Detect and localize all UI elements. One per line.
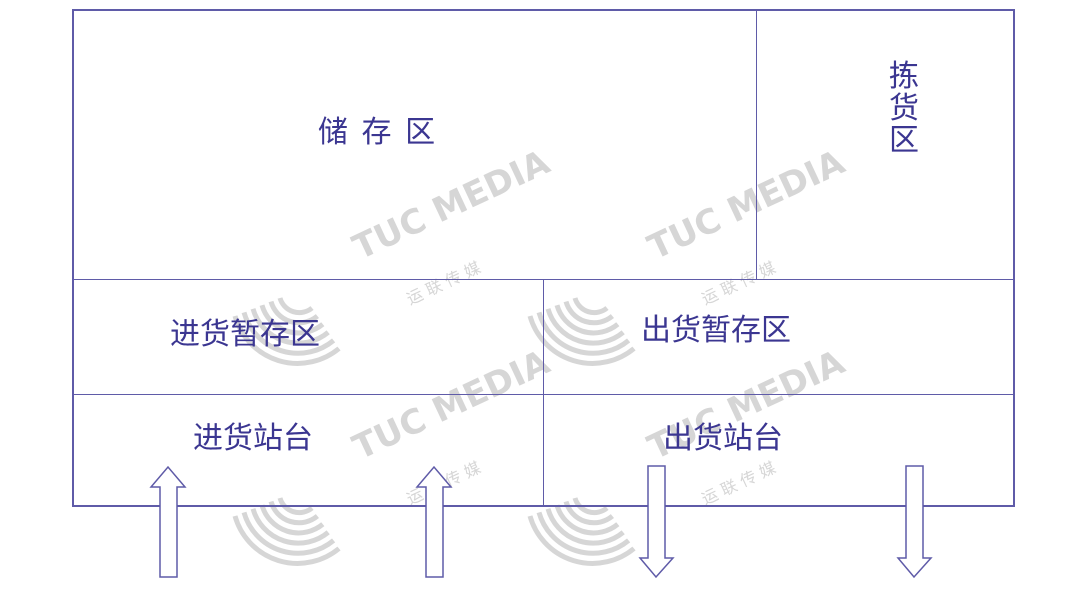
inbound-arrow-up-icon (415, 465, 453, 578)
picking-zone-char-2: 货 (889, 91, 919, 126)
storage-zone-label: 储 存 区 (318, 115, 438, 150)
outbound-arrow-down-icon (896, 465, 933, 579)
inbound-staging-label: 进货暂存区 (170, 317, 320, 352)
inbound-dock-label: 进货站台 (193, 421, 313, 456)
outbound-staging-label: 出货暂存区 (641, 313, 791, 348)
picking-zone-label: 拣 货 区 (889, 62, 923, 156)
picking-zone-char-1: 拣 (889, 59, 919, 94)
inbound-arrow-up-icon (149, 465, 187, 578)
divider-storage-picking (756, 9, 757, 280)
divider-inbound-outbound (543, 279, 544, 507)
outbound-arrow-down-icon (638, 465, 675, 579)
outbound-dock-label: 出货站台 (663, 421, 783, 456)
picking-zone-char-3: 区 (889, 123, 919, 158)
